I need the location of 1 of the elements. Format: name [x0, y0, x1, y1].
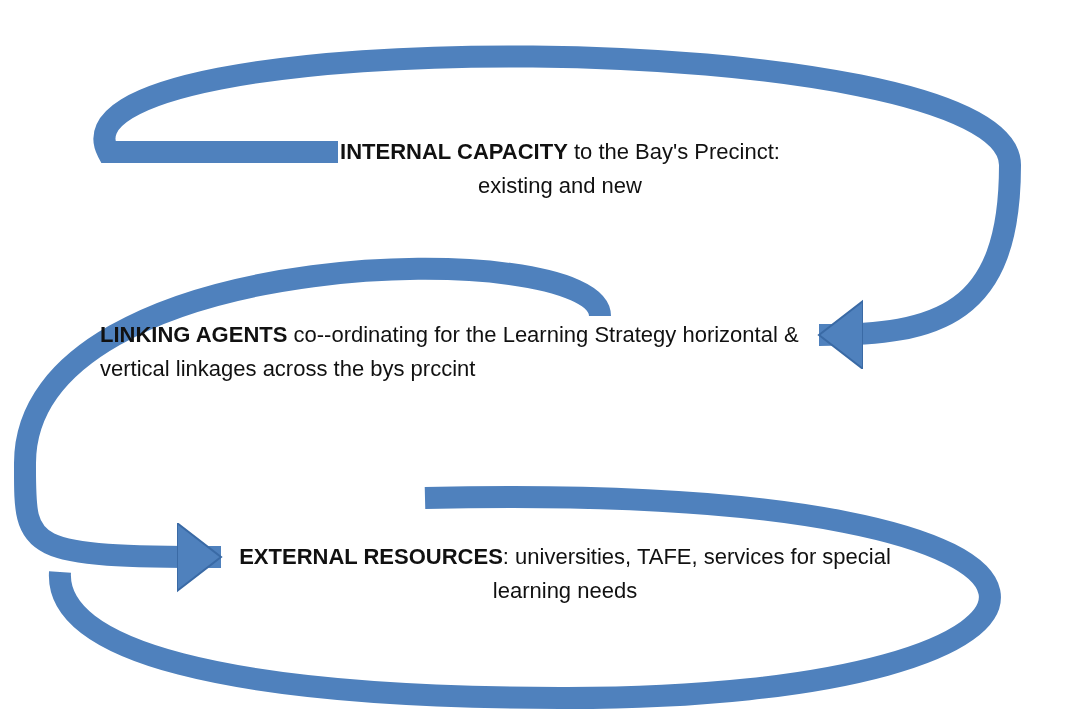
description-text: EXTERNAL RESOURCES: universities, TAFE, services for special learning needs: [238, 543, 892, 606]
